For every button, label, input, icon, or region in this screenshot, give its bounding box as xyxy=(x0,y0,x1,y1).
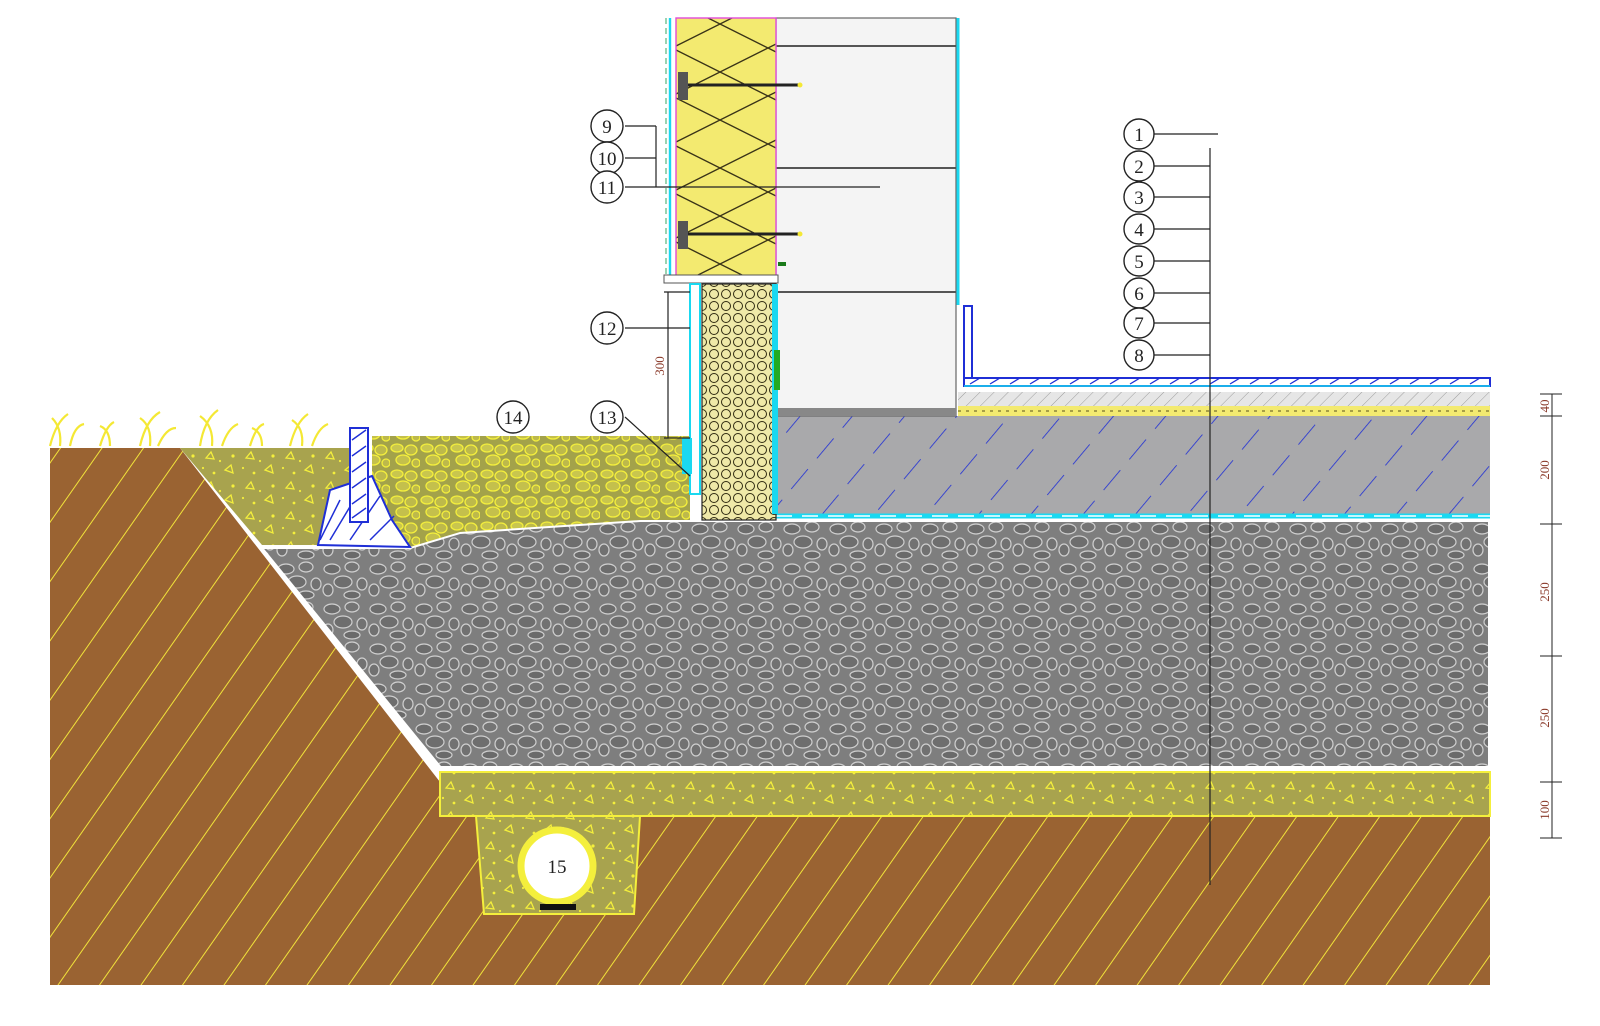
dim-slab: 200 xyxy=(1537,460,1552,480)
skirting xyxy=(963,305,973,379)
svg-text:6: 6 xyxy=(1134,284,1144,305)
svg-text:9: 9 xyxy=(602,117,612,138)
callout-11: 11 xyxy=(590,170,624,204)
floor-finish xyxy=(963,377,1491,387)
wall-panel xyxy=(775,17,957,417)
svg-text:5: 5 xyxy=(1134,252,1144,273)
svg-text:4: 4 xyxy=(1134,220,1144,241)
callout-12: 12 xyxy=(590,311,624,345)
screed-layer xyxy=(958,392,1490,406)
callout-3: 3 xyxy=(1123,181,1155,213)
insulation-anchors xyxy=(678,72,803,266)
dim-sand-bed: 100 xyxy=(1537,800,1552,820)
callout-7: 7 xyxy=(1123,307,1155,339)
callout-4: 4 xyxy=(1123,213,1155,245)
svg-text:15: 15 xyxy=(548,857,567,878)
svg-text:10: 10 xyxy=(598,149,617,170)
grass-tufts xyxy=(48,409,329,447)
dim-gravel-upper: 250 xyxy=(1537,582,1552,602)
callout-2: 2 xyxy=(1123,150,1155,182)
gravel-base xyxy=(255,518,1492,770)
backfill-soil xyxy=(180,448,350,545)
callout-9: 9 xyxy=(590,109,624,143)
facade-insulation xyxy=(675,17,777,283)
dim-gravel-lower: 250 xyxy=(1537,708,1552,728)
svg-text:1: 1 xyxy=(1134,125,1144,146)
concrete-floor-slab xyxy=(776,416,1490,516)
sand-bed xyxy=(439,771,1491,817)
drain-base-strip xyxy=(540,904,576,910)
callout-10: 10 xyxy=(590,141,624,175)
dim-plinth-height: 300 xyxy=(652,356,667,376)
callout-6: 6 xyxy=(1123,277,1155,309)
callout-5: 5 xyxy=(1123,245,1155,277)
svg-text:11: 11 xyxy=(598,178,616,199)
callout-1: 1 xyxy=(1123,118,1155,150)
callout-15: 15 xyxy=(541,850,573,882)
svg-text:13: 13 xyxy=(598,408,617,429)
drainage-stone-fill xyxy=(372,436,690,547)
callout-14: 14 xyxy=(496,400,530,434)
dim-floor-finish: 40 xyxy=(1537,400,1552,413)
svg-text:8: 8 xyxy=(1134,346,1144,367)
svg-text:14: 14 xyxy=(504,408,524,429)
svg-text:3: 3 xyxy=(1134,188,1144,209)
plinth-block-insulation xyxy=(701,283,777,521)
svg-text:2: 2 xyxy=(1134,157,1144,178)
svg-text:12: 12 xyxy=(598,319,617,340)
svg-text:7: 7 xyxy=(1134,314,1144,335)
callout-8: 8 xyxy=(1123,339,1155,371)
callout-13: 13 xyxy=(590,400,624,434)
curb-stone xyxy=(349,427,369,523)
